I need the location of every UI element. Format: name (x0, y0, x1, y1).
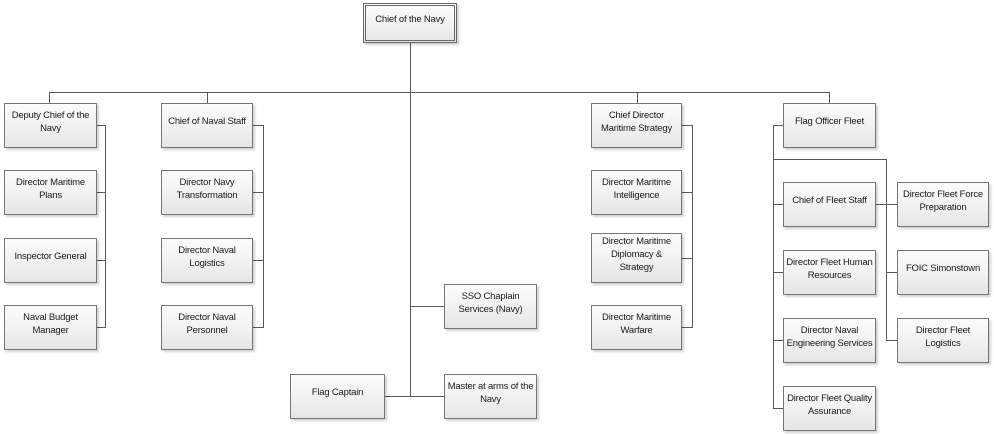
connector-line (253, 125, 264, 126)
connector-line (773, 125, 783, 126)
org-node-label: Master at arms of the Navy (447, 380, 534, 405)
org-node-director-maritime-diplomacy-strategy: Director Maritime Diplomacy & Strategy (591, 233, 682, 283)
connector-line (263, 125, 264, 328)
org-node-director-naval-logistics: Director Naval Logistics (161, 238, 253, 283)
org-node-label: Chief Director Maritime Strategy (600, 109, 673, 134)
org-node-label: FOIC Simonstown (905, 263, 981, 274)
connector-line (410, 306, 444, 307)
org-node-label: Director Navy Transformation (176, 176, 238, 201)
org-node-label: Flag Captain (311, 387, 364, 398)
org-node-label: Director Naval Logistics (178, 244, 236, 269)
connector-line (97, 260, 106, 261)
connector-line (886, 159, 887, 340)
org-node-label: Chief of the Navy (375, 13, 445, 25)
org-node-inspector-general: Inspector General (4, 238, 97, 283)
connector-line (773, 204, 783, 205)
org-node-label: Director Fleet Force Preparation (903, 188, 983, 213)
org-node-label: Director Fleet Logistics (915, 324, 971, 349)
org-node-director-maritime-warfare: Director Maritime Warfare (591, 305, 682, 350)
org-node-label: Chief of Naval Staff (168, 116, 246, 127)
connector-line (682, 258, 693, 259)
connector-line (886, 272, 897, 273)
connector-line (253, 327, 264, 328)
org-node-chief-of-the-navy: Chief of the Navy (363, 3, 457, 43)
connector-line (207, 92, 208, 103)
org-node-director-fleet-quality-assurance: Director Fleet Quality Assurance (783, 386, 876, 431)
org-node-foic-simonstown: FOIC Simonstown (897, 250, 989, 295)
connector-line (49, 92, 50, 103)
org-node-label: Flag Officer Fleet (794, 116, 865, 127)
org-node-label: Director Maritime Warfare (602, 311, 671, 336)
org-node-naval-budget-manager: Naval Budget Manager (4, 305, 97, 350)
org-node-label: Director Fleet Quality Assurance (787, 392, 872, 417)
connector-line (682, 327, 693, 328)
org-node-label: Deputy Chief of the Navy (11, 109, 90, 134)
org-node-label: Chief of Fleet Staff (792, 195, 867, 206)
org-node-label: Naval Budget Manager (23, 311, 78, 336)
org-node-director-navy-transformation: Director Navy Transformation (161, 170, 253, 215)
connector-line (773, 272, 783, 273)
org-node-label: Director Maritime Plans (16, 176, 85, 201)
org-node-chief-of-naval-staff: Chief of Naval Staff (161, 103, 253, 148)
org-node-chief-of-fleet-staff: Chief of Fleet Staff (783, 182, 876, 227)
org-node-director-fleet-force-preparation: Director Fleet Force Preparation (897, 182, 989, 227)
connector-line (829, 92, 830, 103)
org-node-label: Director Naval Engineering Services (786, 324, 873, 349)
org-node-label: SSO Chaplain Services (Navy) (458, 290, 523, 315)
connector-line (876, 204, 897, 205)
connector-line (637, 92, 638, 103)
connector-line (773, 340, 783, 341)
connector-line (773, 125, 774, 408)
org-node-flag-officer-fleet: Flag Officer Fleet (783, 103, 876, 148)
org-node-director-naval-engineering-services: Director Naval Engineering Services (783, 318, 876, 363)
org-node-director-maritime-intelligence: Director Maritime Intelligence (591, 170, 682, 215)
connector-line (253, 192, 264, 193)
connector-center-spine (410, 92, 411, 396)
org-node-label: Director Maritime Intelligence (602, 176, 671, 201)
org-node-label: Inspector General (14, 251, 87, 262)
connector-line (105, 125, 106, 328)
org-node-label: Director Fleet Human Resources (786, 256, 873, 281)
connector-line (97, 192, 106, 193)
org-node-deputy-chief-of-the-navy: Deputy Chief of the Navy (4, 103, 97, 148)
connector-line (385, 396, 444, 397)
connector-root-drop (410, 43, 411, 92)
org-node-director-naval-personnel: Director Naval Personnel (161, 305, 253, 350)
connector-main-rail (49, 92, 830, 93)
org-node-director-fleet-human-resources: Director Fleet Human Resources (783, 250, 876, 295)
org-node-label: Director Naval Personnel (178, 311, 236, 336)
org-node-director-fleet-logistics: Director Fleet Logistics (897, 318, 989, 363)
connector-line (682, 192, 693, 193)
org-node-flag-captain: Flag Captain (290, 374, 385, 419)
connector-line (773, 408, 783, 409)
connector-line (773, 159, 887, 160)
connector-line (692, 125, 693, 328)
org-node-master-at-arms-of-the-navy: Master at arms of the Navy (444, 374, 537, 419)
connector-line (253, 260, 264, 261)
org-node-chief-director-maritime-strategy: Chief Director Maritime Strategy (591, 103, 682, 148)
connector-line (682, 125, 693, 126)
org-node-director-maritime-plans: Director Maritime Plans (4, 170, 97, 215)
connector-line (97, 327, 106, 328)
connector-line (97, 125, 106, 126)
connector-line (886, 340, 897, 341)
org-node-label: Director Maritime Diplomacy & Strategy (602, 235, 671, 273)
org-node-sso-chaplain-services-navy: SSO Chaplain Services (Navy) (444, 284, 537, 329)
